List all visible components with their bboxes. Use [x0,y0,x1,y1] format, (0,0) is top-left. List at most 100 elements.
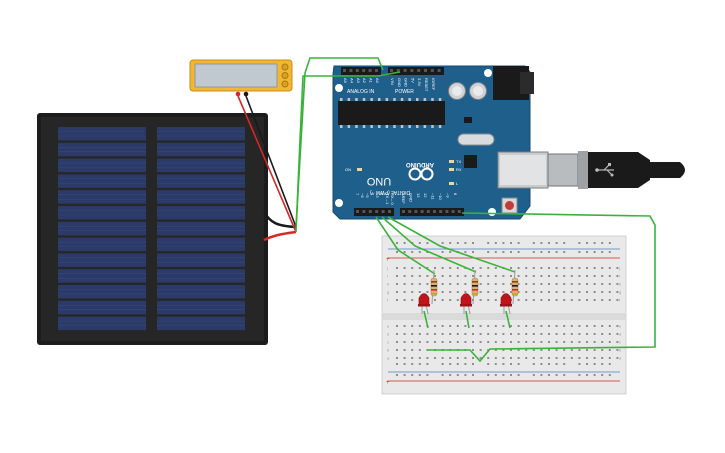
panel-negative-lead [262,211,297,229]
solar-cell [157,300,245,315]
resistor[interactable] [430,269,438,305]
digital-pin-label: 4 [370,193,375,196]
reset-button[interactable] [505,201,514,210]
wires [295,57,656,363]
solar-cell [58,300,146,315]
digital-pin-label: 13 [416,193,421,198]
digital-pin-label: 2 [380,193,385,196]
digital-pin-label: ~9 [445,193,450,198]
arduino-model: UNO [366,175,391,187]
atmega-chip [338,101,445,125]
row-letter: a [387,356,390,361]
power-pin-label: GND [404,78,409,87]
digital-pin-label: ~3 [375,193,380,198]
digital-pin-label: 7 [355,193,360,196]
row-letter: d [619,332,621,337]
analog-header[interactable] [341,67,381,75]
digital-pin-label: RX←0 [390,193,395,206]
digital-pin-label: ~11 [431,193,436,200]
analog-pin-label: A4 [349,78,354,84]
row-letter: i [619,274,620,279]
solar-cell [157,174,245,188]
solar-panel[interactable] [37,113,297,345]
solar-cell [58,221,146,236]
power-pin-label: 3.3V [417,78,422,87]
voltmeter-terminal-positive[interactable] [235,91,241,97]
wire-gnd-to-breadboard [428,212,656,363]
wire-panel-to-gnd [295,71,401,233]
solar-cell [58,127,146,141]
arduino-logo-icon [408,167,434,181]
solar-cell [157,316,245,331]
row-letter: e [387,324,390,329]
solar-cell [157,253,245,267]
solar-cell [58,237,146,252]
usb-symbol-icon [595,163,614,177]
solar-cell [58,285,146,299]
resistor[interactable] [471,269,479,305]
solar-cell [58,174,146,188]
resistor[interactable] [511,269,519,305]
voltmeter-red-lead [237,95,297,233]
voltmeter-black-lead [245,95,297,228]
usb-cable[interactable] [547,151,685,189]
row-letter: c [619,340,621,345]
digital-header-left[interactable] [354,208,394,216]
power-header[interactable] [388,67,444,75]
solar-cell [157,269,245,283]
solar-panel-cells [58,127,245,331]
digital-pin-label: 12 [423,193,428,198]
solar-cell [58,190,146,204]
digital-pin-label: ~5 [365,193,370,198]
analog-pin-label: A1 [369,78,374,84]
crystal-oscillator [457,133,495,146]
voltmeter-display [194,63,278,88]
solar-cell [157,221,245,236]
arduino-brand: ARDUINO [406,161,434,167]
power-pin-label: RESET [424,78,429,92]
center-channel [382,313,626,320]
led[interactable] [500,293,512,315]
rx-label: RX [456,167,462,172]
l-label: L [456,181,459,186]
power-pin-label: VIN [390,78,395,85]
digital-pin-label: ~6 [360,193,365,198]
rail-plus-label: + [386,257,390,263]
digital-label: DIGITAL (PWM ~) [370,189,410,195]
solar-cell [157,127,245,141]
wire-led-1-ground [423,310,429,329]
row-letter: e [619,324,622,329]
led[interactable] [460,293,472,315]
digital-pin-label: TX→1 [385,193,390,205]
voltmeter-terminal-negative[interactable] [243,91,249,97]
solar-cell [157,206,245,220]
analog-pin-label: A3 [356,78,361,84]
power-pin-label: GND [397,78,402,87]
power-pin-label: IOREF [431,78,436,91]
digital-pin-label: AREF [401,193,406,204]
row-letter: a [619,356,622,361]
row-letter: j [386,266,388,271]
row-letter: i [387,274,388,279]
digital-header-right[interactable] [400,208,464,216]
led[interactable] [418,293,430,315]
power-pin-label: 5V [410,78,415,83]
tx-label: TX [456,159,461,164]
analog-pin-label: A2 [362,78,367,84]
wire-pin-to-resistor-2 [381,216,477,273]
power-label: POWER [395,89,414,95]
wire-led-2-ground [465,310,470,329]
panel-positive-lead [263,230,297,242]
solar-cell [58,142,146,157]
row-letter: d [387,332,389,337]
solar-cell [58,206,146,220]
on-label: ON [345,167,351,172]
analog-pin-label: A5 [343,78,348,84]
voltmeter[interactable] [189,59,293,97]
solar-cell [58,269,146,283]
solar-cell [157,285,245,299]
